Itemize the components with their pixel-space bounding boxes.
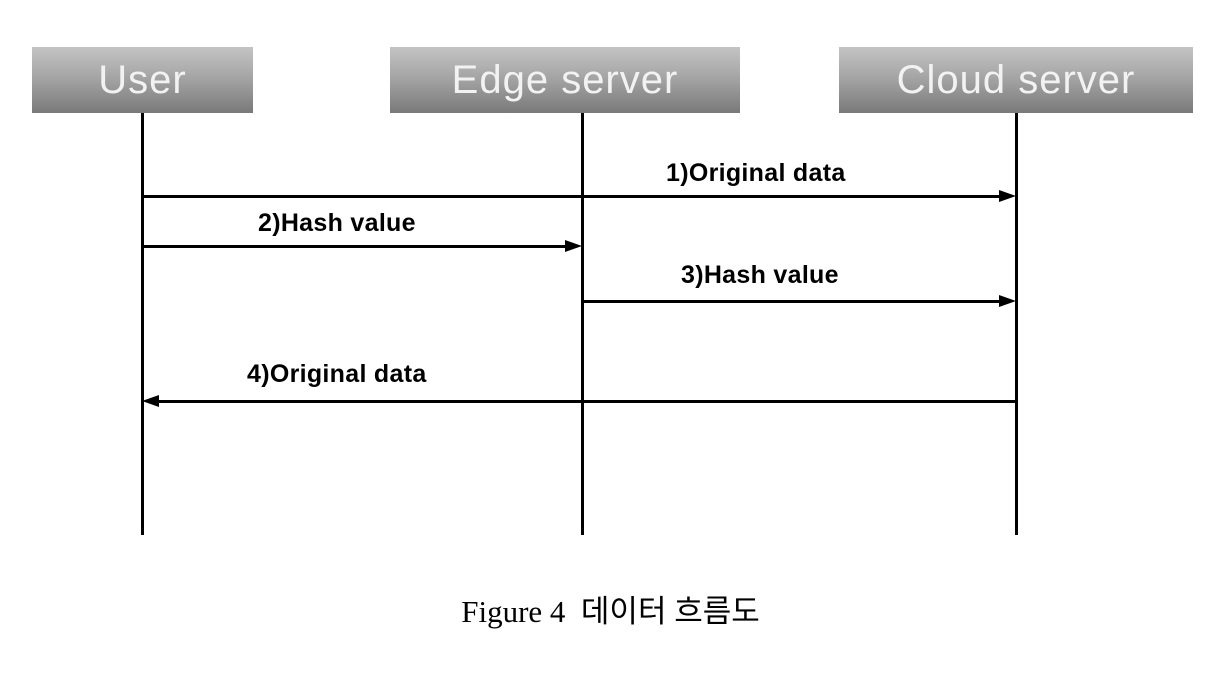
arrowhead-right-icon <box>999 190 1016 202</box>
message-3-arrow-line <box>583 300 1001 303</box>
actor-box-edge-server: Edge server <box>390 47 740 113</box>
lifeline-user <box>141 113 144 535</box>
actor-label-user: User <box>98 57 187 102</box>
lifeline-cloud-server <box>1015 113 1018 535</box>
message-4-label: 4)Original data <box>247 360 427 388</box>
message-1-arrow-line <box>143 195 1001 198</box>
figure-caption: Figure 4 데이터 흐름도 <box>461 594 760 629</box>
arrowhead-right-icon <box>999 295 1016 307</box>
actor-box-user: User <box>32 47 253 113</box>
actor-label-edge-server: Edge server <box>451 57 679 102</box>
message-4-arrow-line <box>159 400 1017 403</box>
actor-label-cloud-server: Cloud server <box>896 57 1136 102</box>
actor-box-cloud-server: Cloud server <box>839 47 1193 113</box>
message-2-arrow-line <box>143 245 567 248</box>
arrowhead-left-icon <box>142 395 159 407</box>
message-2-label: 2)Hash value <box>258 209 416 237</box>
message-1-label: 1)Original data <box>666 159 846 187</box>
lifeline-edge-server <box>581 113 584 535</box>
message-3-label: 3)Hash value <box>681 261 839 289</box>
arrowhead-right-icon <box>565 240 582 252</box>
